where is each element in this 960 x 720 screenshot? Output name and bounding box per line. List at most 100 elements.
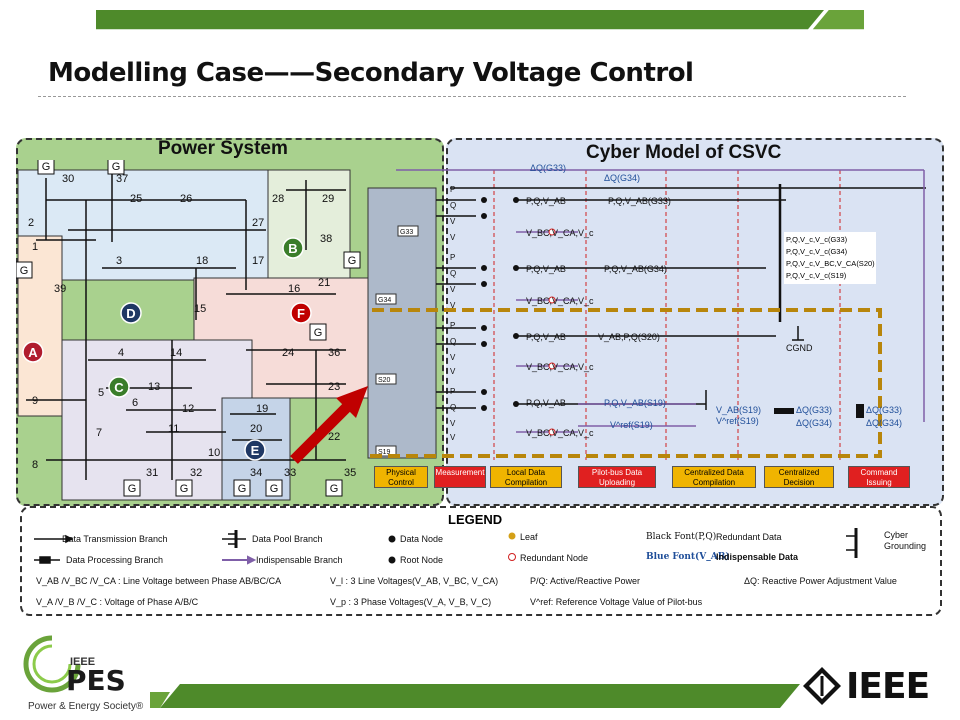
legend-vp: V_p : 3 Phase Voltages(V_A, V_B, V_C) [330,597,492,607]
s20-label-low: V_BC,V_CA,V_c [526,362,594,372]
dq-label-3: ΔQ(G33) [866,405,903,415]
redundant-item: P,Q,V_c,V_BC,V_CA(S20) [786,259,875,268]
svg-text:1: 1 [32,241,38,253]
svg-text:33: 33 [284,467,296,479]
cyber-model-title: Cyber Model of CSVC [586,142,782,163]
legend-data-processing: Data Processing Branch [66,555,164,565]
svg-text:10: 10 [208,447,220,459]
legend-phase-voltage: V_A /V_B /V_C : Voltage of Phase A/B/C [36,597,199,607]
svg-text:P: P [450,185,455,194]
s19-label-low: V_BC,V_CA,V_c [526,428,594,438]
svg-text:C: C [114,380,124,395]
svg-text:G: G [270,483,279,495]
redundant-item: P,Q,V_c,V_c(S19) [786,271,847,280]
svg-text:2: 2 [28,217,34,229]
svg-text:23: 23 [328,381,340,393]
svg-text:20: 20 [250,423,262,435]
svg-text:S19: S19 [378,449,391,456]
redundant-item: P,Q,V_c,V_c(G33) [786,235,848,244]
svg-text:24: 24 [282,347,294,359]
legend-leaf: Leaf [520,532,538,542]
svg-text:G: G [314,327,323,339]
svg-text:V: V [450,233,456,242]
svg-text:G: G [238,483,247,495]
svg-text:27: 27 [252,217,264,229]
svg-text:F: F [297,306,305,321]
dq-label-1: ΔQ(G33) [796,405,833,415]
svg-text:V: V [450,285,456,294]
svg-text:G: G [112,161,121,173]
legend-panel [20,506,942,616]
s20-label-mid: V_AB,P,Q(S20) [598,332,660,342]
dq-label-2: ΔQ(G34) [796,418,833,428]
svg-text:14: 14 [170,347,182,359]
ieee-diamond-icon [803,667,841,705]
legend-data-transmission: Data Transmission Branch [62,534,168,544]
svg-text:G34: G34 [378,297,391,304]
svg-text:V: V [450,367,456,376]
g33-label-low: V_BC,V_CA,V_c [526,228,594,238]
legend-redundant-data: Redundant Data [716,532,782,542]
stage-physical-control: Physical Control [374,466,428,488]
svg-text:13: 13 [148,381,160,393]
title-divider [38,96,906,97]
svg-text:Q: Q [450,337,456,346]
svg-text:P: P [450,253,455,262]
legend-pq: P/Q: Active/Reactive Power [530,576,641,586]
svg-text:38: 38 [320,233,332,245]
svg-text:G: G [20,265,29,277]
top-dq-label-1: ΔQ(G33) [530,163,567,173]
svg-text:Q: Q [450,269,456,278]
svg-text:17: 17 [252,255,264,267]
area-b-block [267,169,351,281]
svg-text:5: 5 [98,387,104,399]
svg-text:E: E [251,443,260,458]
svg-text:A: A [28,345,38,360]
svg-text:V: V [450,419,456,428]
legend-dq: ΔQ: Reactive Power Adjustment Value [744,576,897,586]
svg-text:31: 31 [146,467,158,479]
svg-text:V: V [450,433,456,442]
g33-label-top: P,Q,V_AB [526,196,566,206]
top-green-bar [96,10,864,30]
legend-vl: V_l : 3 Line Voltages(V_AB, V_BC, V_CA) [330,576,499,586]
svg-text:8: 8 [32,459,38,471]
page-title: Modelling Case——Secondary Voltage Contro… [48,58,694,88]
svg-text:39: 39 [54,283,66,295]
svg-text:37: 37 [116,173,128,185]
svg-text:26: 26 [180,193,192,205]
svg-text:34: 34 [250,467,262,479]
stage-command-issuing: Command Issuing [848,466,910,488]
svg-text:9: 9 [32,395,38,407]
g34-label-mid: P,Q,V_AB(G34) [604,264,667,274]
legend-symbols [34,528,858,565]
s19-label-mid: P,Q,V_AB(S19) [604,398,666,408]
pes-society-text: Power & Energy Society® [28,701,144,712]
decision-label-a: V_AB(S19) [716,405,762,415]
legend-cyber-grounding: Cyber Grounding [884,530,927,551]
mapping-arrow [290,386,368,464]
svg-text:G: G [128,483,137,495]
svg-text:B: B [288,241,297,256]
svg-text:7: 7 [96,427,102,439]
redundant-item: P,Q,V_c,V_c(G34) [786,247,848,256]
stage-measurement: Measurement [434,466,486,488]
dq-label-4: ΔQ(G34) [866,418,903,428]
pes-ieee-text: IEEE [70,656,96,668]
svg-text:18: 18 [196,255,208,267]
s19-label-top: P,Q,V_AB [526,398,566,408]
svg-text:G: G [348,255,357,267]
svg-text:Q: Q [450,201,456,210]
stage-local-data-compilation: Local Data Compilation [490,466,562,488]
svg-text:36: 36 [328,347,340,359]
cgnd-label: CGND [786,343,813,353]
svg-text:21: 21 [318,277,330,289]
svg-text:G: G [42,161,51,173]
legend-root-node: Root Node [400,555,444,565]
svg-text:11: 11 [168,423,179,435]
svg-text:22: 22 [328,431,340,443]
svg-text:6: 6 [132,397,138,409]
bottom-green-bar [150,684,800,708]
